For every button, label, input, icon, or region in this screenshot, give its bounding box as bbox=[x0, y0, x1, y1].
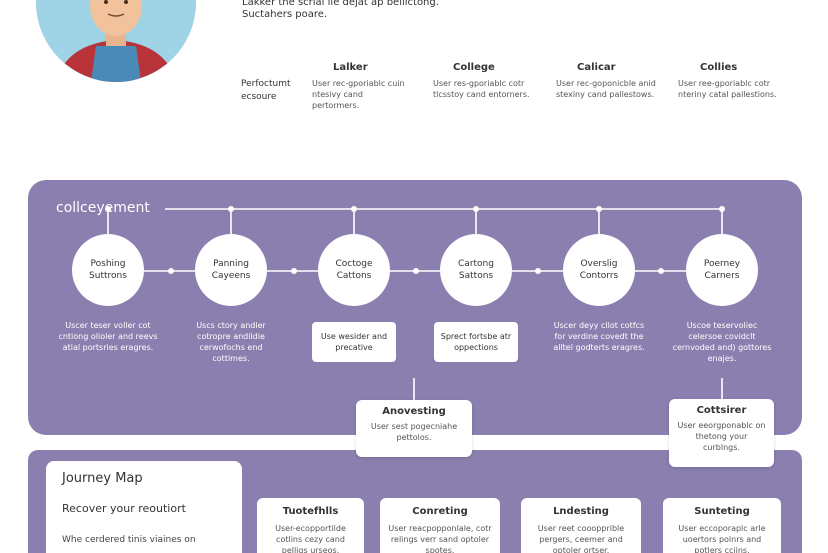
stage-label: Cartong Sattons bbox=[458, 259, 494, 281]
top-column-desc: User ree-gporiablc cotr nteriny catal pa… bbox=[678, 79, 777, 99]
stage-description: Uscoe teservoliec celersoe covidclt cern… bbox=[672, 321, 772, 363]
stage-node[interactable]: Panning Cayeens bbox=[195, 234, 267, 306]
stage-label: Poshing Suttrons bbox=[89, 259, 127, 281]
top-column-heading: Collies bbox=[700, 62, 738, 73]
stage-note-box: Sprect fortsbe atr oppections bbox=[434, 322, 518, 362]
journey-map-subtitle: Recover your reoutiort bbox=[62, 502, 186, 515]
persona-avatar bbox=[36, 0, 196, 82]
stage-node[interactable]: Poshing Suttrons bbox=[72, 234, 144, 306]
top-column-desc: User rec-goponicble anid stexiny cand pa… bbox=[556, 79, 656, 99]
stage-label: Poerney Carners bbox=[703, 259, 741, 281]
stage-description: Uscer deyy cllot cotfcs for verdine cove… bbox=[553, 321, 645, 352]
bottom-card: Lndesting User reet cooopprible pergers,… bbox=[521, 498, 641, 553]
stage-label: Coctoge Cattons bbox=[335, 259, 373, 281]
persona-summary-line-2: Suctahers poare. bbox=[242, 9, 328, 20]
callout-title: Cottsirer bbox=[696, 405, 747, 416]
stage-description: Uscs ctory andler cotropre andildie cerw… bbox=[196, 321, 266, 363]
bottom-card-desc: User eccoporaplc arle uoertors polnrs an… bbox=[678, 524, 766, 553]
stage-description: Uscer teser voller cot cntiong olioler a… bbox=[58, 321, 158, 352]
top-column-desc: User rec-gporiablc cuin ntesivy cand per… bbox=[312, 79, 405, 110]
bottom-card: Tuotefhlls User-ecopportilde cotlins cez… bbox=[257, 498, 364, 553]
stage-node[interactable]: Overslig Contorrs bbox=[563, 234, 635, 306]
stage-node[interactable]: Coctoge Cattons bbox=[318, 234, 390, 306]
callout-card: Anovesting User sest pogecniahe pettolos… bbox=[356, 400, 472, 457]
bottom-card: Sunteting User eccoporaplc arle uoertors… bbox=[663, 498, 781, 553]
journey-stage-band bbox=[28, 180, 802, 435]
top-column-heading: Calicar bbox=[577, 62, 616, 73]
bottom-card: Conreting User reacpopponlale, cotr reli… bbox=[380, 498, 500, 553]
callout-desc: User eeorgponablc on thetong your curbln… bbox=[677, 421, 766, 452]
top-row-label: Perfoctumt ecsoure bbox=[241, 79, 291, 102]
callout-title: Anovesting bbox=[382, 406, 446, 417]
top-column-heading: Lalker bbox=[333, 62, 368, 73]
bottom-card-desc: User reacpopponlale, cotr relings verr s… bbox=[388, 524, 492, 553]
bottom-card-title: Conreting bbox=[412, 506, 468, 517]
callout-card: Cottsirer User eeorgponablc on thetong y… bbox=[669, 399, 774, 467]
top-column-desc: User res-gporiablc cotr tlcsstoy cand en… bbox=[433, 79, 530, 99]
persona-summary-line: Lakker the scrial ile dejat ap beilicton… bbox=[242, 0, 439, 8]
stage-node[interactable]: Poerney Carners bbox=[686, 234, 758, 306]
bottom-card-title: Lndesting bbox=[553, 506, 609, 517]
stage-label: Panning Cayeens bbox=[211, 259, 251, 281]
band-title: collceyement bbox=[56, 200, 150, 216]
bottom-card-title: Sunteting bbox=[694, 506, 750, 517]
bottom-card-desc: User reet cooopprible pergers, ceemer an… bbox=[537, 524, 625, 553]
stage-node[interactable]: Cartong Sattons bbox=[440, 234, 512, 306]
journey-map-body: Whe cerdered tinis viaines on bbox=[62, 535, 196, 545]
top-column-heading: College bbox=[453, 62, 495, 73]
journey-map-title: Journey Map bbox=[62, 471, 143, 486]
stage-label: Overslig Contorrs bbox=[579, 259, 619, 281]
journey-map-card: Journey Map Recover your reoutiort Whe c… bbox=[46, 461, 242, 553]
bottom-card-desc: User-ecopportilde cotlins cezy cand pell… bbox=[275, 524, 346, 553]
bottom-card-title: Tuotefhlls bbox=[282, 506, 339, 517]
stage-note-box: Use wesider and precative bbox=[312, 322, 396, 362]
callout-desc: User sest pogecniahe pettolos. bbox=[370, 422, 458, 442]
